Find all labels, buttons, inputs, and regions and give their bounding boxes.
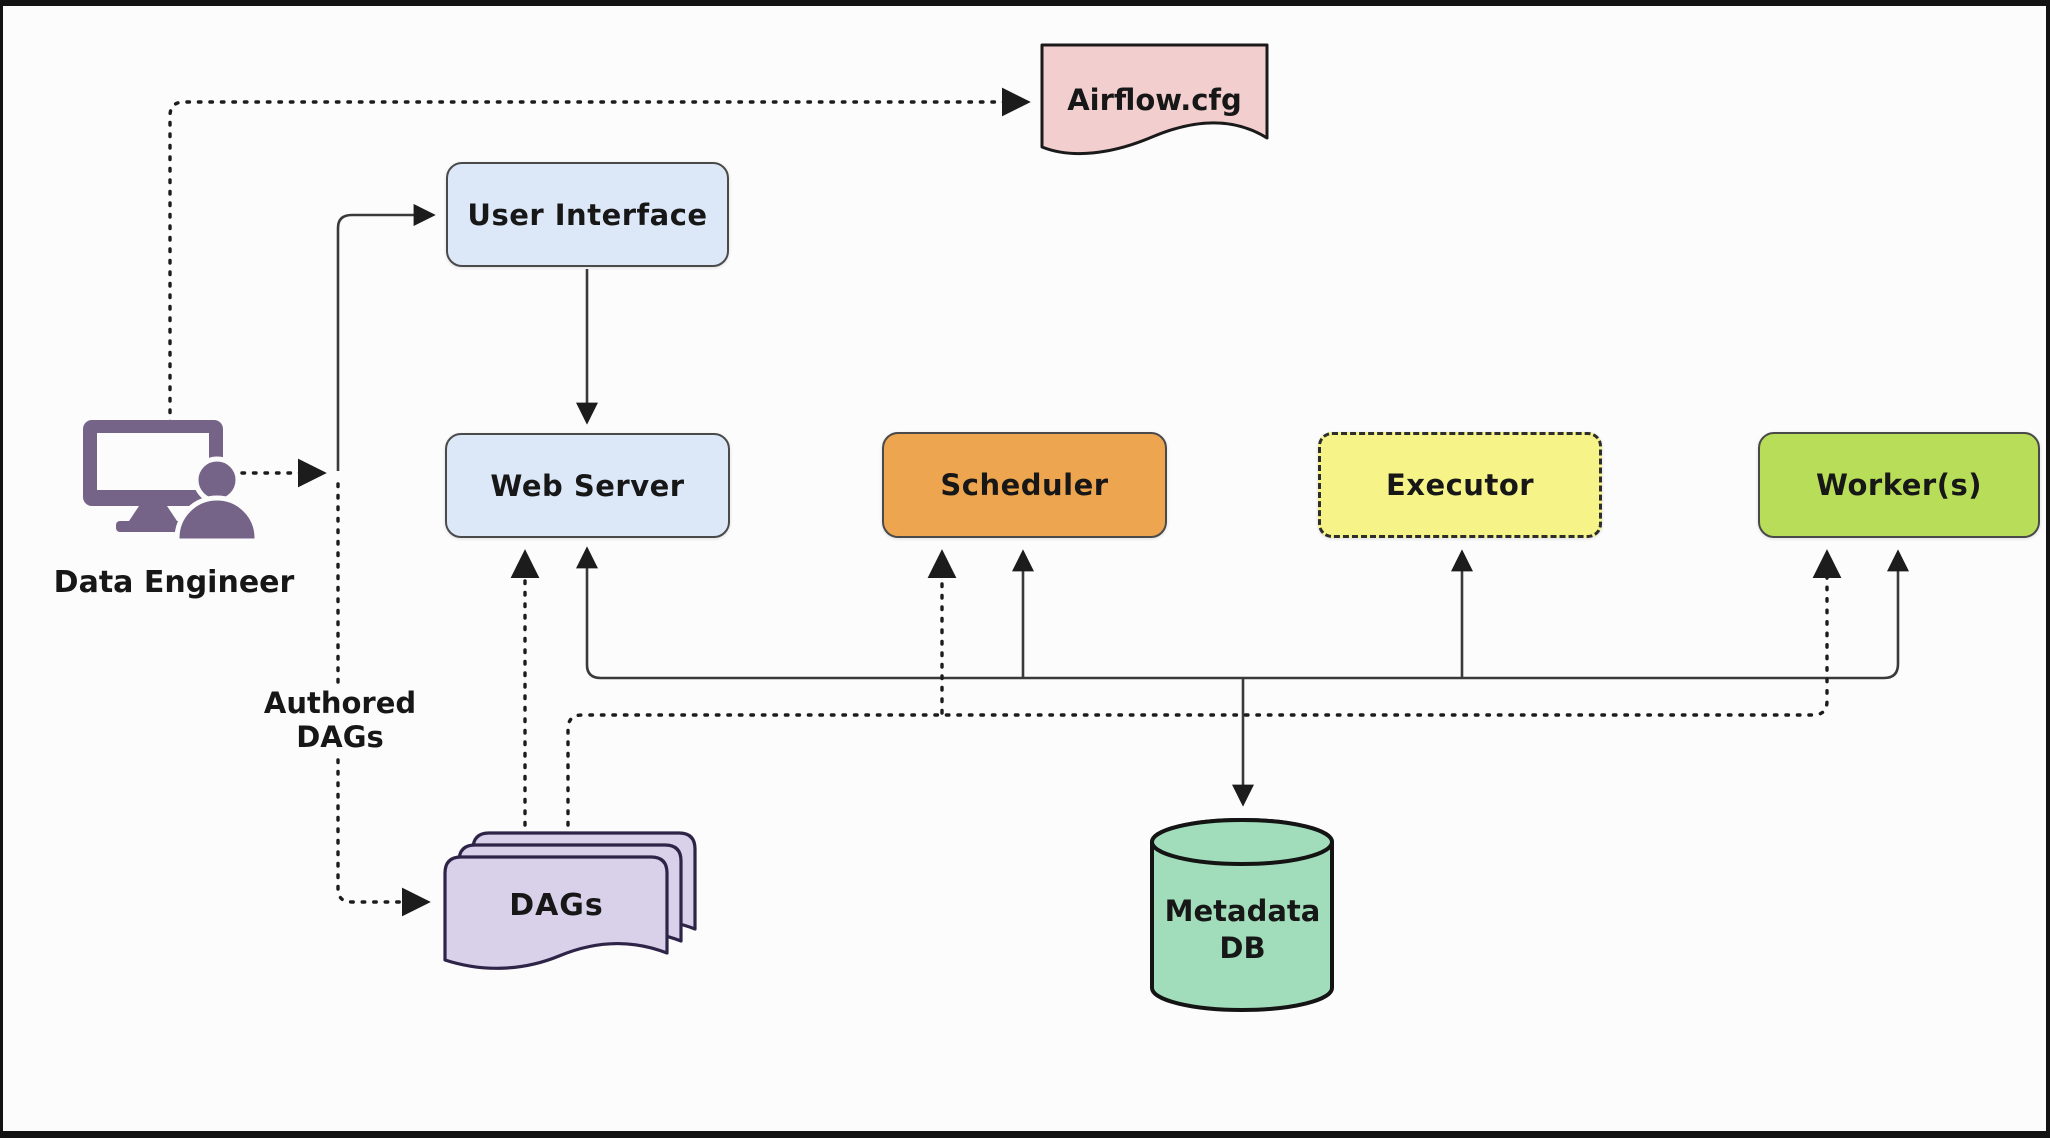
- authored-dags-annotation: Authored DAGs: [240, 686, 440, 754]
- node-executor: Executor: [1318, 432, 1602, 538]
- frame-bottom-bar: [0, 1131, 2050, 1138]
- frame-left-bar: [0, 0, 3, 1138]
- monitor-base: [116, 521, 182, 532]
- authored-dags-line2: DAGs: [296, 720, 384, 754]
- edge-engineer-to-dags: [336, 482, 431, 917]
- dags-label: DAGs: [509, 888, 604, 923]
- node-label: Executor: [1385, 468, 1535, 502]
- frame-top-bar: [0, 0, 2050, 6]
- data-engineer-label: Data Engineer: [53, 565, 295, 600]
- authored-dags-line1: Authored: [263, 686, 417, 720]
- dags-stack: [443, 831, 697, 970]
- node-label: Worker(s): [1816, 468, 1982, 502]
- node-workers: Worker(s): [1758, 432, 2040, 538]
- node-scheduler: Scheduler: [882, 432, 1167, 538]
- edge-engineer-to-ui: [336, 203, 436, 471]
- airflow-cfg-label: Airflow.cfg: [1067, 83, 1242, 117]
- node-web-server: Web Server: [445, 433, 730, 538]
- metadata-db-label: Metadata DB: [1152, 893, 1333, 967]
- node-label: Web Server: [490, 468, 685, 503]
- airflow-cfg-document: [1040, 43, 1269, 156]
- edge-solid-bus: [575, 546, 1910, 680]
- node-user-interface: User Interface: [446, 162, 729, 267]
- person-head: [193, 456, 241, 504]
- metadata-db-cylinder: [1150, 818, 1334, 1012]
- data-engineer-icon: [83, 420, 260, 544]
- metadata-db-label-line1: Metadata: [1164, 894, 1321, 928]
- frame-right-bar: [2046, 0, 2050, 1138]
- monitor-stand: [129, 506, 177, 521]
- node-label: Scheduler: [940, 468, 1109, 502]
- person-body: [174, 495, 260, 544]
- metadata-db-label-line2: DB: [1219, 931, 1266, 965]
- node-label: User Interface: [467, 197, 708, 232]
- edge-dags-to-workers: [566, 549, 1842, 850]
